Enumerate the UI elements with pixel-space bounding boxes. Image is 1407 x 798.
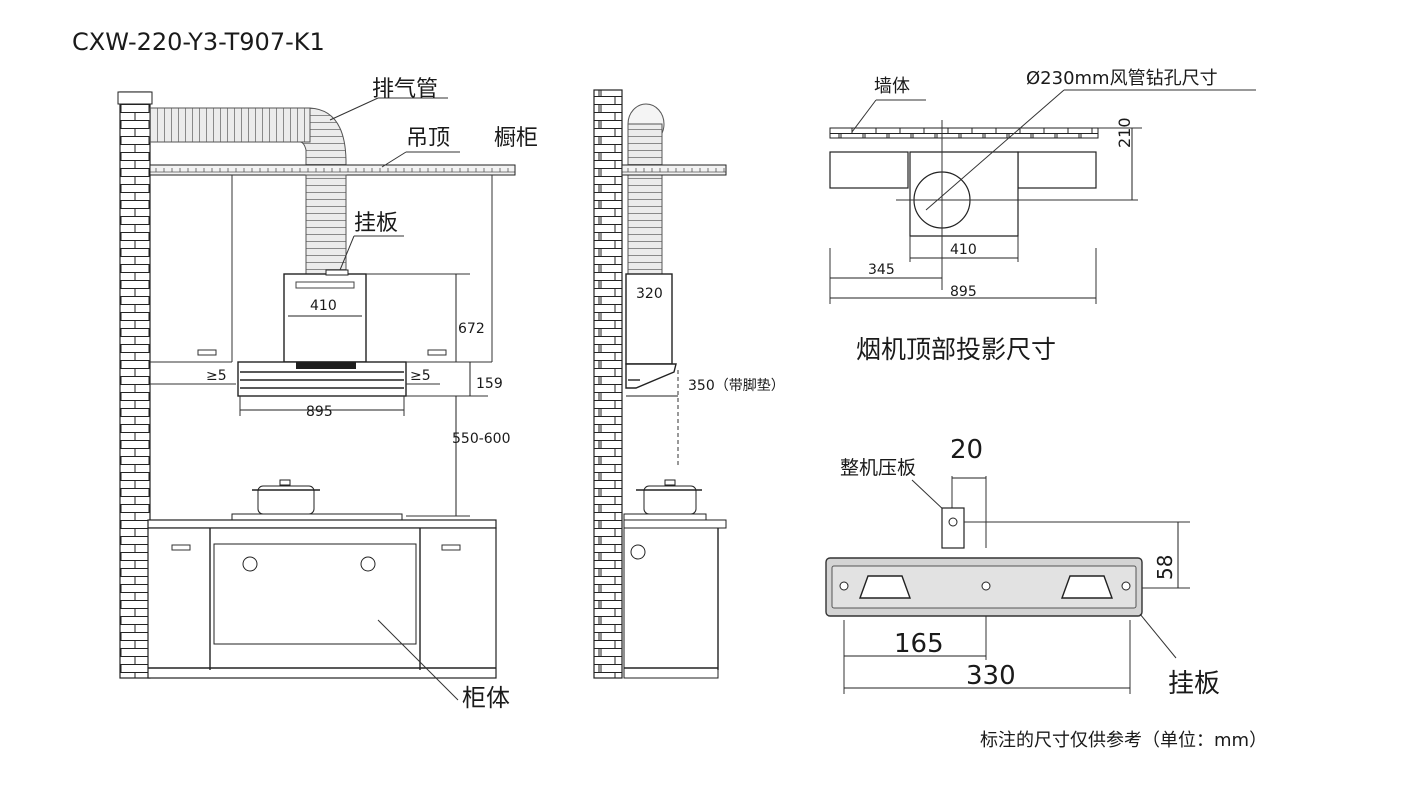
plate-view: 20 整机压板 58 165 330 挂板 (825, 435, 1220, 699)
front-gap-left: ≥5 (206, 368, 227, 384)
top-projection-title: 烟机顶部投影尺寸 (856, 335, 1056, 364)
side-ceiling (621, 164, 727, 176)
plate-hook-right (1061, 575, 1113, 599)
wall-cap (117, 91, 153, 105)
hood-control-bar (296, 362, 356, 369)
label-wall: 墙体 (874, 76, 910, 97)
front-dim-550-600: 550-600 (452, 431, 511, 447)
top-side-block-left (829, 151, 909, 189)
plate-dim-58: 58 (1153, 555, 1177, 580)
top-projection-view: Ø230mm风管钻孔尺寸 墙体 210 410 345 895 烟机顶部投影尺寸 (829, 68, 1256, 364)
front-dim-159: 159 (476, 376, 503, 392)
front-dim-895: 895 (306, 404, 333, 420)
hood-chimney (283, 273, 367, 363)
cabinet-handle-right (427, 349, 447, 356)
countertop (147, 519, 497, 529)
cabinet-handle-left (197, 349, 217, 356)
top-dim-210: 210 (1115, 117, 1134, 148)
plate-dim-165: 165 (894, 629, 944, 659)
side-dim-320: 320 (636, 286, 663, 302)
press-plate-bracket (941, 507, 965, 549)
side-hood-panel (625, 363, 677, 389)
top-dim-895: 895 (950, 284, 977, 300)
label-ceiling: 吊顶 (406, 126, 450, 151)
front-gap-right: ≥5 (410, 368, 431, 384)
plate-dim-20: 20 (950, 435, 983, 465)
plate-hook-left (859, 575, 911, 599)
top-dim-345: 345 (868, 262, 895, 278)
label-exhaust-pipe: 排气管 (372, 77, 438, 102)
brick-wall (119, 91, 151, 679)
top-side-block-right (1017, 151, 1097, 189)
label-plate-hanging: 挂板 (1168, 669, 1220, 699)
cooktop (231, 513, 403, 521)
front-dim-672: 672 (458, 321, 485, 337)
side-duct (627, 123, 663, 275)
exhaust-pipe-horizontal (149, 107, 311, 143)
plate-dim-330: 330 (966, 661, 1016, 691)
hood-vent-slot (295, 281, 355, 289)
side-dim-350: 350（带脚垫） (688, 378, 785, 394)
side-brick-wall (593, 89, 623, 679)
top-dim-410: 410 (950, 242, 977, 258)
label-hanging-plate: 挂板 (354, 211, 398, 236)
label-duct-hole: Ø230mm风管钻孔尺寸 (1026, 68, 1218, 89)
top-wall-strip (829, 127, 1099, 139)
label-cabinet-body: 柜体 (462, 684, 510, 712)
exhaust-pipe-vertical (305, 174, 347, 276)
ceiling-strip (149, 164, 516, 176)
oven (213, 543, 417, 645)
side-view: 320 350（带脚垫） (593, 89, 785, 679)
label-press-plate: 整机压板 (840, 457, 916, 479)
units-note: 标注的尺寸仅供参考（单位：mm） (980, 730, 1267, 751)
front-dim-410: 410 (310, 298, 337, 314)
model-title: CXW-220-Y3-T907-K1 (72, 28, 325, 56)
front-view: 410 672 159 ≥5 ≥5 895 550-600 (117, 77, 538, 712)
label-cabinet-top: 橱柜 (494, 126, 538, 151)
hanging-plate-mark (325, 269, 349, 276)
side-hood-chimney (625, 273, 673, 365)
